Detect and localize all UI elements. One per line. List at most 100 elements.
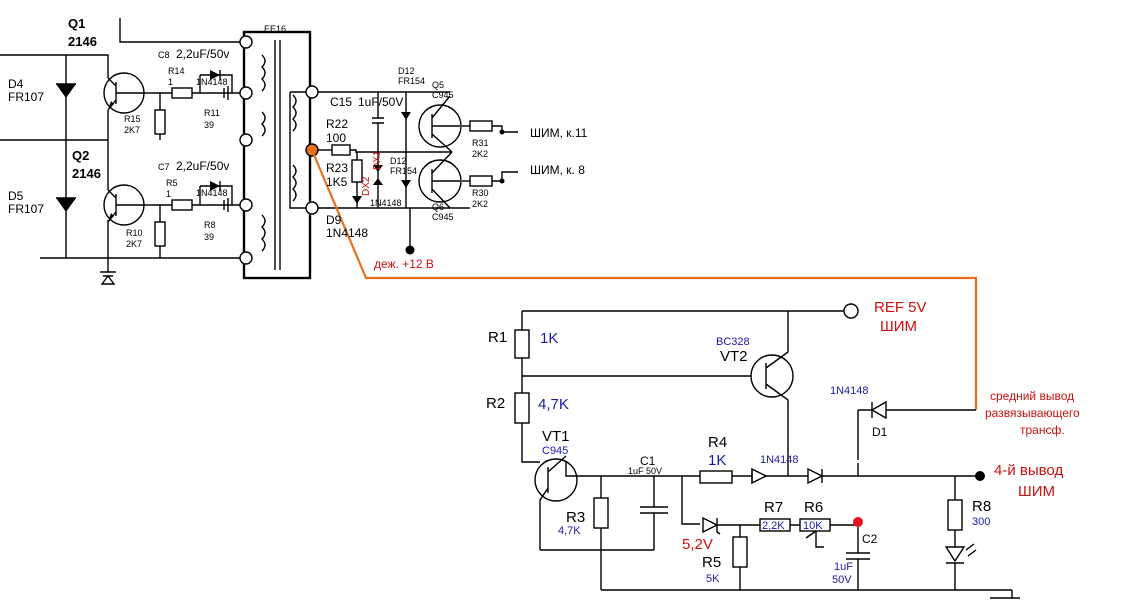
label-r23: R23 [326, 161, 348, 175]
label-r5-top-val: 1 [166, 189, 171, 199]
capacitor-c15 [372, 92, 384, 152]
capacitor-c2 [846, 527, 870, 590]
label-r11-val: 39 [204, 120, 214, 130]
label-r22: R22 [326, 117, 348, 131]
label-d12-bot-part: FR154 [390, 166, 417, 176]
top-circuit [0, 18, 518, 285]
label-r31-val: 2K2 [472, 149, 488, 159]
label-d1: D1 [872, 425, 888, 439]
label-dx1: DX1 [372, 150, 383, 170]
label-standby: деж. +12 В [374, 257, 434, 271]
label-r6: R6 [804, 499, 823, 516]
label-r30: R30 [472, 188, 489, 198]
label-r15-val: 2K7 [124, 125, 140, 135]
label-q2-part: 2146 [72, 166, 101, 181]
label-r15: R15 [124, 114, 141, 124]
label-d12-top: D12 [398, 66, 415, 76]
label-d4-part: FR107 [8, 90, 44, 104]
label-r23-val: 1K5 [326, 175, 348, 189]
label-r8: R8 [972, 498, 991, 515]
label-c1: C1 [640, 454, 656, 468]
label-zener-val: 5,2V [682, 536, 713, 553]
label-vt1-part: C945 [542, 445, 568, 457]
diode-d5 [56, 197, 76, 212]
label-note-1: средний вывод [990, 389, 1074, 403]
label-diode-a: 1N4148 [196, 77, 228, 87]
label-vt1: VT1 [542, 428, 570, 445]
label-c2-val-2: 50V [832, 574, 852, 586]
transformer-ee16 [242, 30, 312, 280]
label-c2-val-1: 1uF [834, 561, 853, 573]
label-diode-b: 1N4148 [196, 188, 228, 198]
label-vt2-part: BC328 [716, 336, 750, 348]
bottom-labels: REF 5V ШИМ R1 1K BC328 VT2 R2 4,7K 1N414… [486, 299, 1080, 586]
label-r4: R4 [708, 434, 727, 451]
label-c1-val: 1uF 50V [628, 466, 662, 476]
label-ref-5v: REF 5V [874, 299, 927, 316]
label-r5: R5 [702, 554, 721, 571]
label-c2: C2 [862, 532, 878, 546]
transistor-q2 [103, 184, 145, 226]
label-transformer: EE16 [264, 24, 286, 34]
center-tap-wire [310, 149, 978, 410]
label-out-1: 4-й вывод [994, 462, 1063, 479]
label-diode-r4: 1N4148 [760, 454, 799, 466]
label-r10-val: 2K7 [126, 239, 142, 249]
label-d9-part: 1N4148 [326, 226, 368, 240]
label-r30-val: 2K2 [472, 199, 488, 209]
label-r3: R3 [566, 509, 585, 526]
label-d12-bot: D12 [390, 156, 407, 166]
label-r31: R31 [472, 138, 489, 148]
label-c15: C15 [330, 95, 352, 109]
transistor-q5 [418, 95, 462, 153]
transistor-q6 [418, 151, 462, 209]
top-labels: Q1 2146 D4 FR107 Q2 2146 D5 FR107 C8 2,2… [8, 16, 588, 271]
label-r8-val: 300 [972, 516, 990, 528]
bottom-circuit [514, 303, 1020, 599]
label-note-3: трансф. [1020, 423, 1065, 437]
label-r1: R1 [488, 329, 507, 346]
label-diode-small: 1N4148 [370, 198, 402, 208]
label-r2-val: 4,7K [538, 396, 569, 413]
label-r1-val: 1K [540, 330, 558, 347]
label-q6: Q6 [432, 202, 444, 212]
label-q1-part: 2146 [68, 34, 97, 49]
label-r3-val: 4,7K [558, 525, 581, 537]
label-out-2: ШИМ [1018, 483, 1055, 500]
label-r8-top-val: 39 [204, 232, 214, 242]
label-d12-top-part: FR154 [398, 76, 425, 86]
label-r5-val: 5K [706, 573, 720, 585]
label-d4: D4 [8, 77, 24, 91]
label-r14-val: 1 [168, 77, 173, 87]
label-r2: R2 [486, 395, 505, 412]
label-r10: R10 [126, 228, 143, 238]
label-r8-top: R8 [204, 220, 216, 230]
label-r14: R14 [168, 66, 185, 76]
label-c7-val: 2,2uF/50v [176, 159, 229, 173]
diode-d4 [56, 83, 76, 98]
label-ref-pwm: ШИМ [880, 318, 917, 335]
label-r7-val: 2,2K [762, 520, 785, 532]
label-r11: R11 [204, 108, 220, 118]
label-q5-part: C945 [432, 90, 454, 100]
label-d9: D9 [326, 213, 342, 227]
label-d5: D5 [8, 189, 24, 203]
label-dx2: DX2 [361, 176, 372, 196]
label-vt2: VT2 [720, 348, 748, 365]
label-q1: Q1 [68, 16, 85, 31]
label-q5: Q5 [432, 80, 444, 90]
label-note-2: развязывающего [985, 406, 1080, 420]
label-c8: C8 [158, 50, 170, 60]
label-c8-val: 2,2uF/50v [176, 47, 229, 61]
label-pwm11: ШИМ, к.11 [530, 126, 588, 140]
label-c15-val: 1uF/50V [358, 95, 403, 109]
capacitor-c1 [640, 476, 668, 550]
label-r6-val: 10K [803, 520, 823, 532]
transistor-vt2 [750, 311, 794, 476]
label-r7: R7 [764, 499, 783, 516]
label-c7: C7 [158, 162, 170, 172]
label-q6-part: C945 [432, 212, 454, 222]
label-q2: Q2 [72, 148, 89, 163]
label-pwm8: ШИМ, к. 8 [530, 163, 585, 177]
